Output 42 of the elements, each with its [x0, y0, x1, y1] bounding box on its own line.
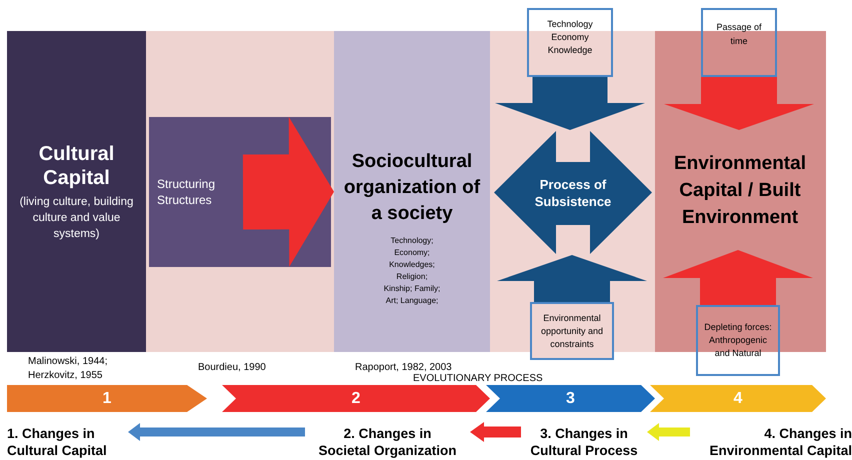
node-text: 3. Changes in Cultural Process — [529, 425, 639, 459]
heading: Cultural Capital — [38, 142, 116, 190]
node-text: Depleting forces: Anthropogenic and Natural — [703, 321, 773, 360]
chevron-step — [7, 385, 207, 412]
block-arrow — [497, 255, 647, 302]
input-box — [701, 8, 777, 77]
input-box — [530, 302, 614, 360]
column-band — [334, 31, 490, 352]
node-text: Structuring Structures — [157, 176, 216, 208]
node-text: Technology Economy Knowledge — [546, 18, 594, 57]
block-arrow — [664, 77, 814, 130]
node-text: Environmental Capital / Built Environment — [673, 152, 807, 230]
node-text: 4. Changes in Environmental Capital — [708, 425, 852, 459]
item-list: Technology; Economy; Knowledges; Religion; Kinship; Family; Art; Language; — [382, 235, 442, 307]
citation-label: Malinowski, 1944; Herzkovitz, 1955 — [28, 355, 108, 383]
node-text: 2 — [352, 388, 360, 408]
heading: Sociocultural organization of a society — [342, 150, 482, 226]
node-text: Environmental opportunity and constraints — [540, 312, 604, 350]
block-arrow — [495, 77, 645, 130]
block-arrow — [663, 250, 813, 305]
column-band — [7, 31, 146, 352]
node-text: 1 — [102, 388, 112, 408]
node-text: 1. Changes in Cultural Capital — [7, 425, 108, 459]
citation-label: Bourdieu, 1990 — [198, 361, 266, 375]
chevron-step — [222, 385, 490, 412]
chevron-step — [486, 385, 655, 412]
block-arrow — [470, 422, 521, 442]
node-text: 2. Changes in Societal Organization — [318, 425, 458, 459]
node-text: Passage of time — [715, 21, 763, 48]
citation-label: Rapoport, 1982, 2003 — [355, 361, 452, 374]
block-arrow — [242, 116, 334, 267]
block-arrow — [647, 423, 690, 441]
double-arrow-shape — [494, 130, 652, 255]
node-text: Process of Subsistence — [534, 176, 612, 210]
node-text: 3 — [566, 388, 575, 408]
input-box — [527, 8, 613, 77]
description: (living culture, building culture and value systems) — [18, 194, 134, 242]
citation-label: EVOLUTIONARY PROCESS — [413, 372, 543, 386]
chevron-step — [650, 385, 826, 412]
block-arrow — [128, 423, 305, 441]
node-text: 4 — [734, 388, 742, 408]
input-box — [696, 305, 780, 376]
